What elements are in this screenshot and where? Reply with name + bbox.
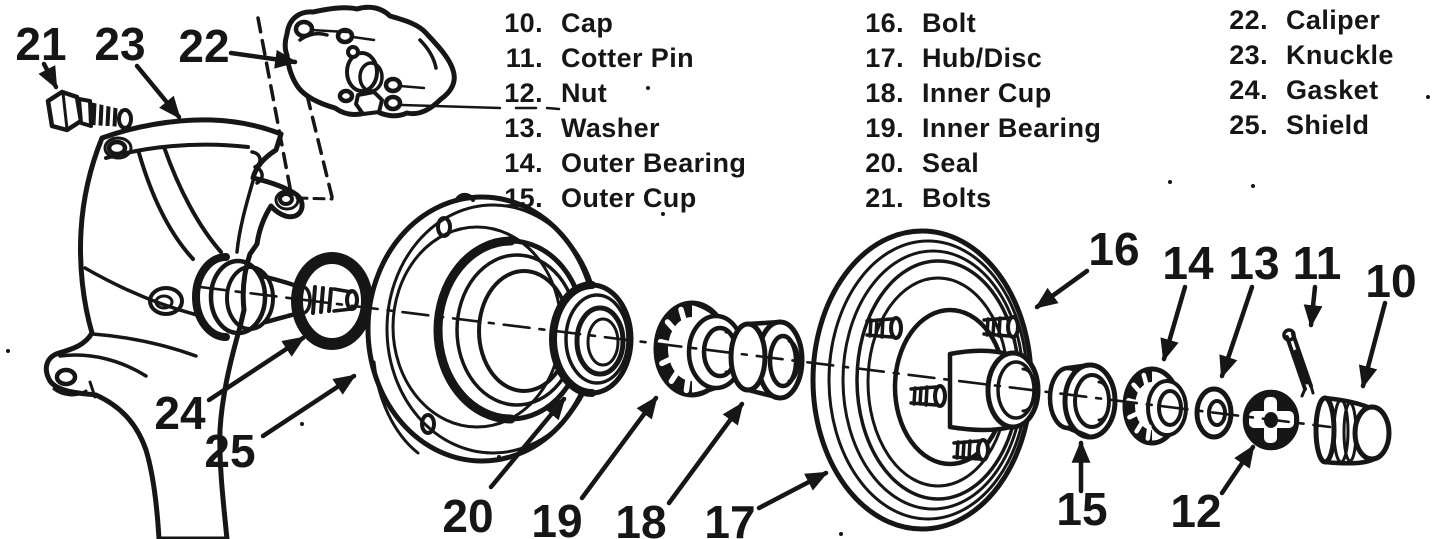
- caliper-drawing: [282, 4, 561, 119]
- callout-arrow: [38, 61, 59, 90]
- seal-drawing: [549, 281, 634, 397]
- callout-19-inner-bearing: 19: [531, 395, 659, 539]
- callout-arrow: [228, 49, 298, 69]
- gasket-drawing: [291, 252, 373, 350]
- callout-number: 25: [204, 425, 255, 477]
- callout-22-caliper: 22: [178, 20, 298, 72]
- callout-number: 11: [1293, 237, 1342, 289]
- hub-disc-drawing: [810, 228, 1041, 532]
- callout-number: 20: [442, 490, 493, 539]
- alignment-dashed-lines: [256, 16, 334, 201]
- callout-13-washer: 13: [1219, 237, 1280, 379]
- callout-arrow: [579, 395, 659, 501]
- wheel-stud-drawing: [865, 315, 1020, 462]
- cotter-pin-drawing: [1282, 328, 1315, 398]
- callout-number: 23: [94, 18, 145, 70]
- callout-arrow: [1219, 284, 1255, 379]
- outer-bearing-drawing: [1122, 366, 1188, 446]
- axis-centerline: [198, 285, 1332, 429]
- knuckle-drawing: [43, 117, 359, 539]
- callout-number: 16: [1088, 223, 1139, 275]
- callout-23-knuckle: 23: [94, 18, 182, 120]
- mounting-bolt-drawing: [45, 89, 133, 133]
- callout-12-nut: 12: [1170, 444, 1256, 537]
- callout-10-cap: 10: [1358, 255, 1417, 389]
- callout-number: 12: [1170, 485, 1221, 537]
- callout-arrow: [1160, 284, 1188, 362]
- callout-arrow: [1219, 444, 1256, 496]
- callout-arrow: [1034, 268, 1090, 310]
- callout-arrow: [134, 63, 182, 120]
- callout-17-hub-disc: 17: [704, 470, 829, 539]
- callout-number: 24: [154, 387, 206, 439]
- callout-arrow: [260, 373, 357, 439]
- callout-arrow: [666, 401, 745, 506]
- callout-25-shield: 25: [204, 373, 357, 477]
- callout-number: 19: [531, 495, 582, 539]
- callout-number: 17: [704, 496, 755, 539]
- callout-14-outer-bearing: 14: [1160, 237, 1214, 362]
- photocopy-specks: [6, 86, 1430, 536]
- callout-number: 14: [1162, 237, 1214, 289]
- callout-24-gasket: 24: [154, 335, 306, 439]
- callout-number: 13: [1228, 237, 1279, 289]
- outer-cup-drawing: [1047, 362, 1118, 440]
- grease-cap-drawing: [1313, 395, 1392, 466]
- callout-11-cotter-pin: 11: [1293, 237, 1342, 328]
- shield-drawing: [365, 192, 601, 464]
- callout-20-seal: 20: [442, 396, 567, 539]
- callout-arrow: [488, 396, 567, 490]
- callout-number: 21: [15, 18, 66, 70]
- castle-nut-drawing: [1242, 389, 1300, 451]
- callout-number: 22: [178, 20, 229, 72]
- callout-15-outer-cup: 15: [1056, 440, 1108, 535]
- callout-arrow: [206, 335, 306, 403]
- callout-21-bolts: 21: [15, 18, 67, 90]
- callout-arrow: [1303, 284, 1323, 328]
- callout-arrow: [1358, 300, 1388, 389]
- callout-16-bolt: 16: [1034, 223, 1140, 310]
- callout-number: 10: [1365, 255, 1416, 307]
- callout-18-inner-cup: 18: [615, 401, 745, 539]
- callout-arrow: [756, 470, 829, 511]
- callout-number: 18: [615, 496, 666, 539]
